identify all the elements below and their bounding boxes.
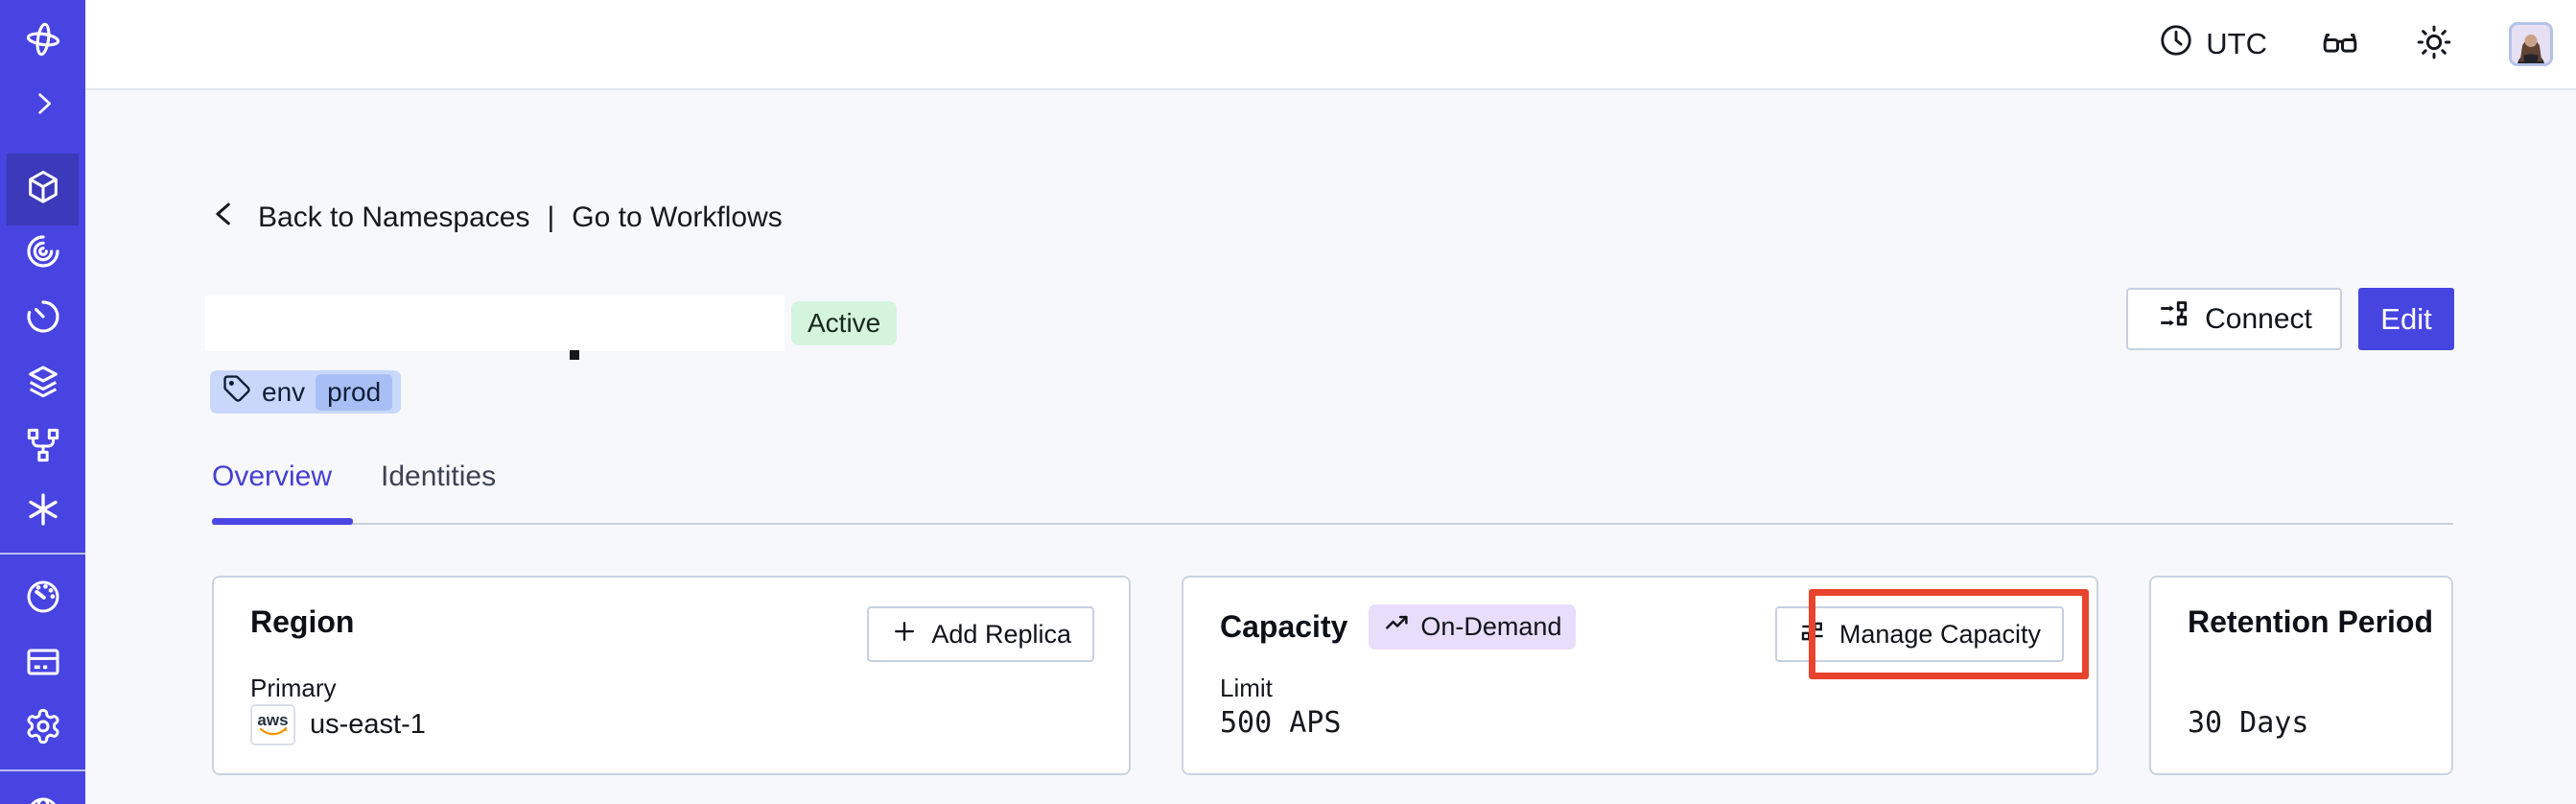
namespace-title-redacted [205, 296, 785, 351]
edit-button[interactable]: Edit [2358, 288, 2454, 350]
namespace-title-dot [570, 350, 579, 360]
sidebar-divider [0, 553, 85, 555]
go-to-workflows-link[interactable]: Go to Workflows [572, 201, 783, 233]
namespace-tag[interactable]: env prod [210, 370, 402, 414]
manage-capacity-button[interactable]: Manage Capacity [1774, 606, 2064, 662]
top-bar: UTC [85, 0, 2576, 90]
sidebar-item-nexus[interactable] [0, 478, 85, 545]
sidebar-nav [0, 0, 85, 804]
region-card: Region Add Replica Primary aws us-east-1 [212, 576, 1131, 775]
countdown-clock-icon [24, 297, 62, 341]
on-demand-badge: On-Demand [1369, 604, 1577, 650]
tag-value: prod [316, 373, 393, 411]
sliders-icon [1798, 617, 1827, 652]
sidebar-item-expand[interactable] [0, 72, 85, 139]
sidebar-item-billing[interactable] [0, 630, 85, 698]
retention-card: Retention Period 30 Days [2149, 576, 2453, 775]
sidebar-item-usage[interactable] [0, 565, 85, 632]
breadcrumb-separator: | [547, 201, 555, 233]
trending-up-icon [1383, 609, 1412, 645]
timezone-selector[interactable]: UTC [2158, 22, 2267, 66]
sidebar-item-schedules[interactable] [0, 285, 85, 352]
capacity-field-label: Limit [1220, 674, 1273, 702]
brightness-icon [2415, 23, 2453, 66]
glasses-icon [2321, 23, 2359, 66]
gauge-icon [24, 578, 62, 621]
labs-toggle[interactable] [2321, 23, 2359, 66]
timezone-label: UTC [2206, 27, 2267, 60]
region-card-title: Region [250, 604, 355, 639]
sidebar-item-workflows[interactable] [0, 220, 85, 287]
tab-overview[interactable]: Overview [212, 461, 333, 492]
tab-identities[interactable]: Identities [381, 461, 497, 492]
tag-icon [222, 374, 251, 410]
gear-icon [24, 707, 62, 750]
back-to-namespaces-link[interactable]: Back to Namespaces [258, 201, 530, 233]
retention-value: 30 Days [2188, 706, 2309, 740]
sidebar-item-account[interactable] [0, 782, 85, 804]
capacity-card: Capacity On-Demand [1182, 576, 2098, 775]
region-value: us-east-1 [310, 709, 426, 740]
add-replica-button[interactable]: Add Replica [867, 606, 1094, 662]
sidebar-item-settings[interactable] [0, 695, 85, 762]
layers-icon [24, 363, 62, 406]
sidebar-divider [0, 769, 85, 771]
retention-card-title: Retention Period [2188, 604, 2434, 639]
cube-icon [24, 168, 62, 211]
capacity-card-title: Capacity [1220, 609, 1348, 644]
credit-card-icon [24, 643, 62, 686]
user-avatar[interactable] [2509, 22, 2553, 66]
connect-icon [2156, 298, 2190, 341]
asterisk-icon [24, 490, 62, 533]
main-content: Back to Namespaces | Go to Workflows Act… [85, 92, 2576, 804]
sidebar-item-deployments[interactable] [0, 414, 85, 481]
tabs-active-underline [212, 518, 353, 525]
status-badge: Active [791, 301, 898, 345]
tag-key: env [262, 376, 306, 407]
spiral-icon [24, 232, 62, 275]
theme-toggle[interactable] [2415, 23, 2453, 66]
capacity-value: 500 APS [1220, 706, 1342, 740]
temporal-logo-icon [22, 18, 64, 65]
region-field-label: Primary [250, 674, 337, 702]
globe-icon [24, 794, 62, 804]
chevron-right-icon [28, 88, 59, 124]
tabs-underline [212, 523, 2453, 525]
connect-button[interactable]: Connect [2126, 288, 2342, 350]
sidebar-item-logo[interactable] [0, 8, 85, 75]
sidebar-item-batch-operations[interactable] [0, 350, 85, 417]
chevron-left-icon [208, 198, 241, 238]
branch-icon [24, 426, 62, 469]
avatar-image [2512, 25, 2550, 63]
aws-icon: aws [250, 704, 295, 745]
sidebar-item-namespaces[interactable] [0, 155, 85, 223]
clock-icon [2158, 22, 2194, 66]
plus-icon [890, 617, 919, 652]
breadcrumb[interactable]: Back to Namespaces | Go to Workflows [208, 198, 783, 238]
